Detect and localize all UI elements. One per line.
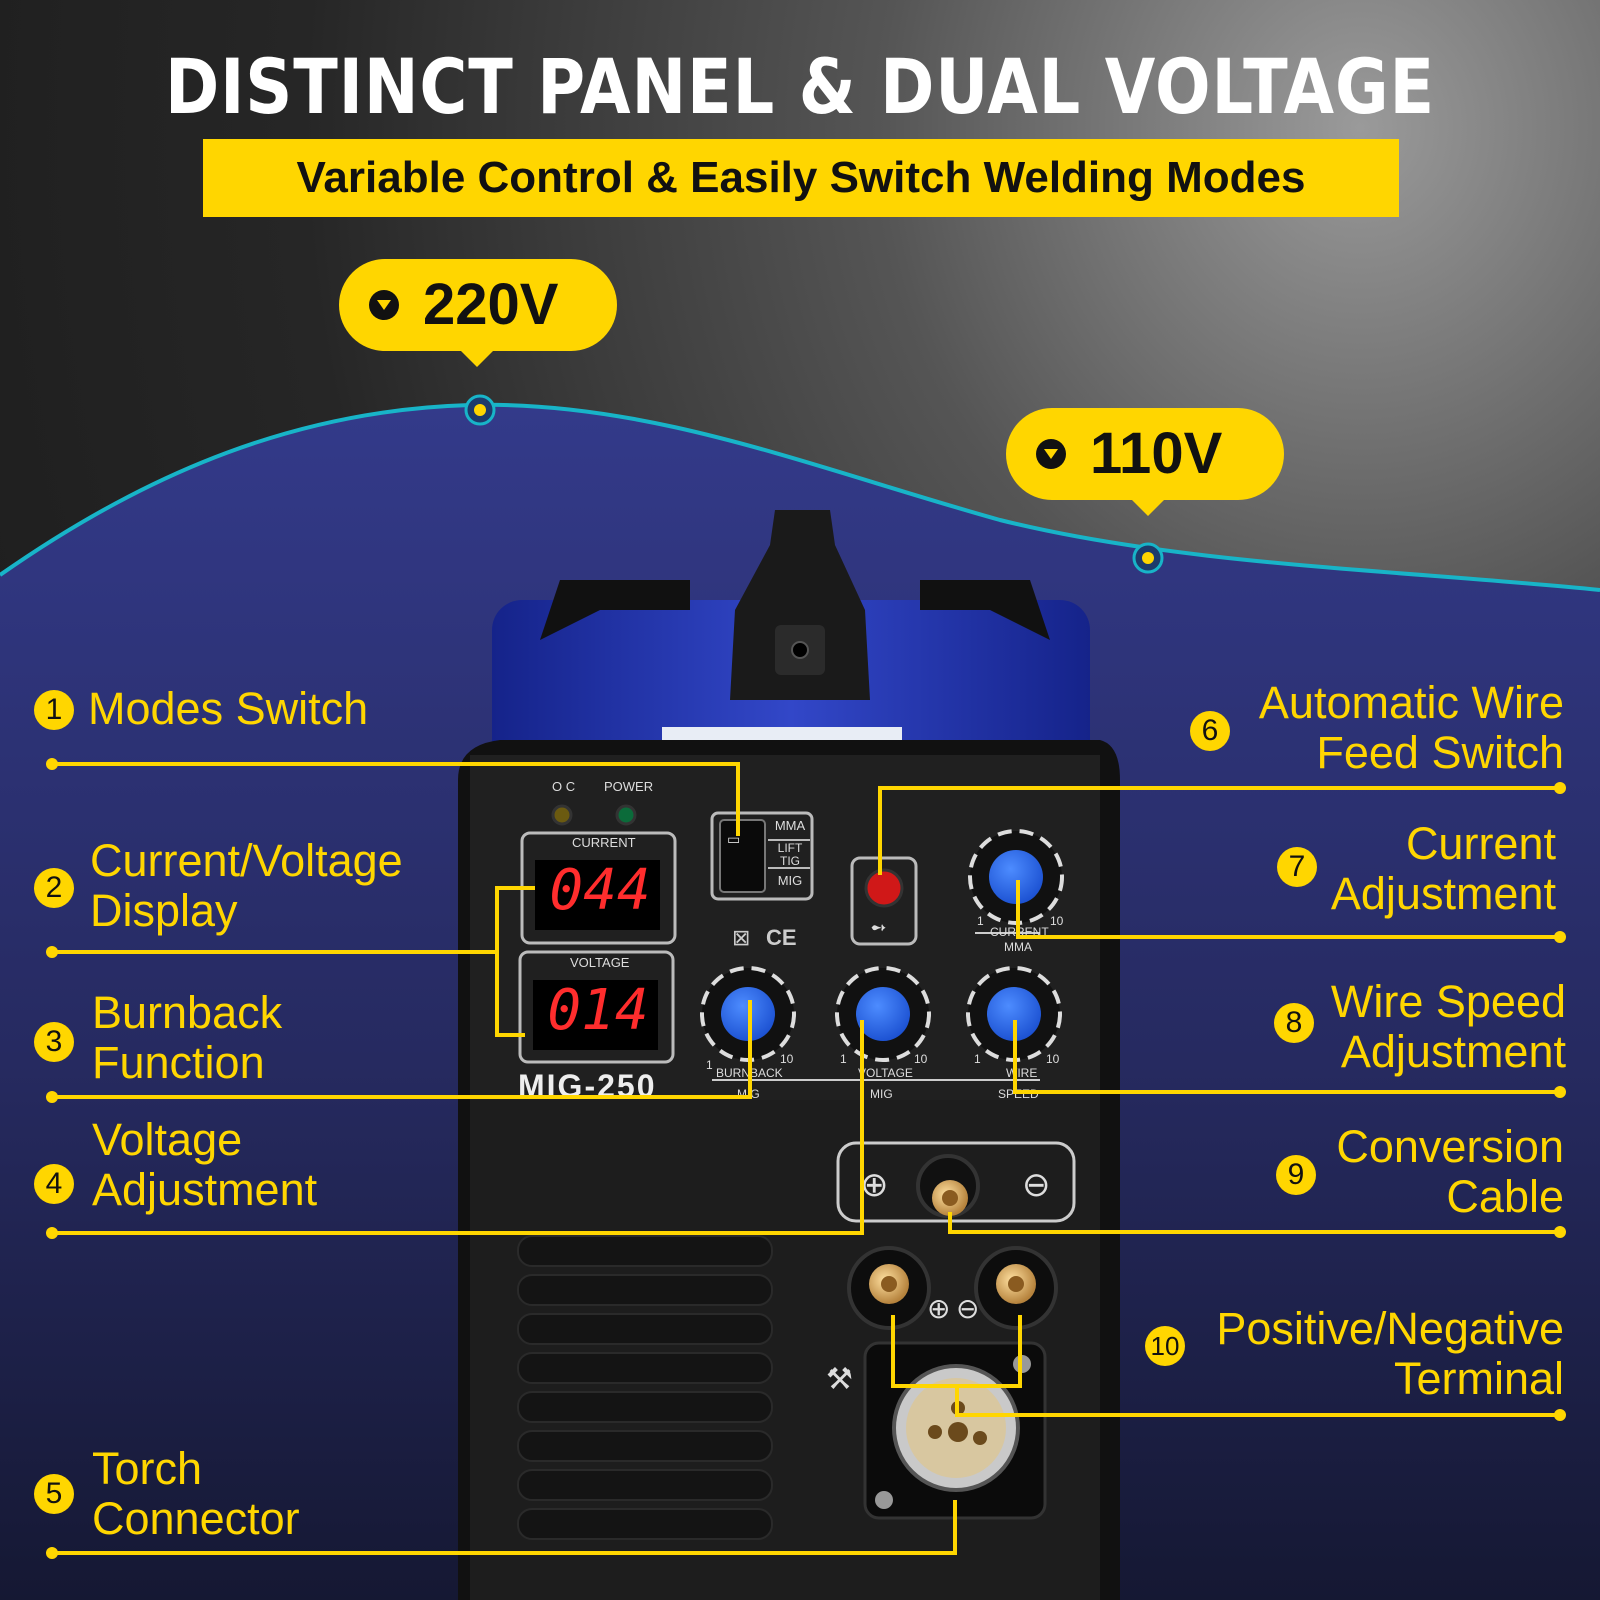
knob-voltage [835, 966, 931, 1062]
feature-label-conversion-cable: Conversion Cable [1336, 1121, 1564, 1222]
voltage-knob-label: VOLTAGE [858, 1066, 913, 1080]
feature-number-7: 7 [1277, 847, 1317, 887]
current-knob-max: 10 [1050, 914, 1064, 928]
plus-output-icon: ⊕ [927, 1293, 951, 1324]
mode-switch-label-lift-tig: LIFT TIG [777, 841, 803, 868]
voltage-knob-max: 10 [914, 1052, 928, 1066]
voltage-knob-min: 1 [840, 1052, 847, 1066]
knob-current [968, 829, 1064, 925]
feature-label-modes-switch: Modes Switch [88, 683, 369, 734]
weee-icon: ⊠ [732, 925, 751, 950]
feature-label-voltage-adjustment: Voltage Adjustment [92, 1114, 318, 1215]
feature-label-display: Current/Voltage Display [90, 835, 403, 936]
burnback-knob-max: 10 [780, 1052, 794, 1066]
wire-speed-knob-min: 1 [974, 1052, 981, 1066]
voltage-knob-sub: MIG [870, 1087, 893, 1101]
wire-speed-knob-sub: SPEED [998, 1087, 1039, 1101]
feature-number-5: 5 [34, 1474, 74, 1514]
voltage-badge-label: 110V [1090, 421, 1223, 486]
plus-terminal-icon: ⊕ [860, 1166, 889, 1204]
wire-speed-knob-max: 10 [1046, 1052, 1060, 1066]
minus-terminal-icon: ⊖ [1022, 1166, 1051, 1204]
knob-burnback [700, 966, 796, 1062]
burnback-knob-sub: MIG [737, 1087, 760, 1101]
burnback-knob-min: 1 [706, 1058, 713, 1072]
feature-number-4: 4 [34, 1164, 74, 1204]
power-indicator-label: POWER [604, 779, 654, 794]
feature-number-8: 8 [1274, 1003, 1314, 1043]
mode-switch-rocker-icon: ▭ [727, 831, 741, 847]
model-name: MIG-250 [518, 1068, 657, 1104]
current-knob-sub: MMA [1004, 940, 1032, 954]
current-display: 044 [549, 858, 651, 923]
feature-label-wire-speed: Wire Speed Adjustment [1330, 976, 1566, 1077]
chevron-down-icon [1036, 438, 1066, 469]
knob-wire-speed [966, 966, 1062, 1062]
wire-feed-icon: ➻ [870, 917, 887, 939]
wave-line [0, 402, 1600, 592]
feature-label-torch-connector: Torch Connector [92, 1443, 300, 1544]
feature-number-1: 1 [34, 690, 74, 730]
chevron-down-icon [369, 289, 399, 320]
voltage-badge-110v: 110V [1006, 408, 1284, 516]
voltage-display: 014 [547, 978, 649, 1043]
feature-label-current-adjustment: Current Adjustment [1330, 818, 1556, 919]
page-subtitle: Variable Control & Easily Switch Welding… [203, 139, 1399, 217]
mode-switch-label-mma: MMA [774, 818, 806, 833]
current-knob-min: 1 [977, 914, 984, 928]
feature-label-wire-feed-switch: Automatic Wire Feed Switch [1258, 677, 1564, 778]
minus-output-icon: ⊖ [956, 1293, 980, 1324]
page-title: DISTINCT PANEL & DUAL VOLTAGE [164, 42, 1436, 131]
voltage-display-label: VOLTAGE [570, 955, 630, 970]
torch-icon: ⚒ [826, 1363, 853, 1396]
feature-number-10: 10 [1145, 1326, 1185, 1366]
mode-switch-label-mig: MIG [777, 873, 803, 888]
current-knob-label: CURRENT [990, 925, 1049, 939]
burnback-knob-label: BURNBACK [716, 1066, 783, 1080]
feature-number-2: 2 [34, 868, 74, 908]
voltage-badge-label: 220V [423, 272, 559, 337]
ce-mark-icon: CE [766, 925, 797, 950]
feature-number-6: 6 [1190, 711, 1230, 751]
feature-number-3: 3 [34, 1022, 74, 1062]
wire-speed-knob-label: WIRE [1006, 1066, 1038, 1080]
oc-indicator-label: O C [552, 779, 576, 794]
voltage-badge-220v: 220V [339, 259, 617, 367]
feature-label-terminal: Positive/Negative Terminal [1216, 1303, 1564, 1404]
current-display-label: CURRENT [572, 835, 636, 850]
feature-number-9: 9 [1276, 1155, 1316, 1195]
feature-label-burnback: Burnback Function [92, 987, 283, 1088]
